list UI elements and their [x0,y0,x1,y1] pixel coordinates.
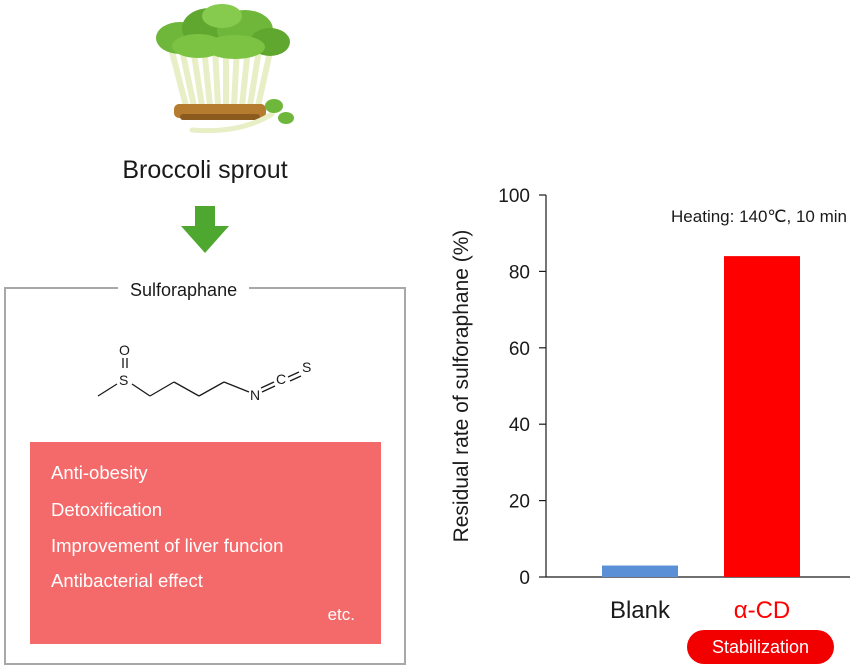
y-axis-label: Residual rate of sulforaphane (%) [450,230,473,543]
residual-rate-chart: Residual rate of sulforaphane (%) 0 20 40 6… [450,186,850,624]
y-tick-label: 80 [509,262,530,283]
down-arrow-icon [181,206,229,253]
sprout-leaves [156,4,290,59]
molecule-atom-c: C [276,371,286,387]
sprout-loose-leaf [278,112,294,124]
effect-anti-obesity: Anti-obesity [51,462,148,483]
bars [602,256,800,577]
sprout-soil-base [180,114,260,120]
y-tick-label: 20 [509,492,530,513]
bar-alpha-cd [724,256,800,577]
etc-label: etc. [327,605,355,624]
effect-antibacterial: Antibacterial effect [51,570,203,591]
sprout-label: Broccoli sprout [122,156,288,184]
effects-box: Anti-obesity Detoxification Improvement … [30,442,381,644]
broccoli-sprout-illustration [156,4,294,134]
y-axis-ticks: 0 20 40 60 80 100 [498,186,546,589]
category-labels: Blank α-CD [610,597,790,624]
sulforaphane-structure: O S N C S [97,342,311,403]
effect-liver-function: Improvement of liver funcion [51,535,284,556]
y-tick-label: 0 [519,568,530,589]
molecule-atom-n: N [250,387,260,403]
molecule-atom-s: S [119,372,128,388]
category-label: Blank [610,597,671,624]
stabilization-badge: Stabilization [687,630,834,664]
y-tick-label: 100 [498,186,530,207]
y-tick-label: 40 [509,415,530,436]
category-label: α-CD [734,597,791,624]
molecule-atom-o: O [119,342,130,358]
y-tick-label: 60 [509,339,530,360]
molecule-bonds [97,358,302,397]
molecule-atom-s-terminal: S [302,359,311,375]
sprout-loose-stem [189,111,275,134]
sulforaphane-title: Sulforaphane [118,279,250,301]
heating-annotation: Heating: 140℃, 10 min [671,207,847,226]
sprout-loose-leaf [265,99,283,113]
effect-detoxification: Detoxification [51,499,163,520]
bar-blank [602,565,678,577]
